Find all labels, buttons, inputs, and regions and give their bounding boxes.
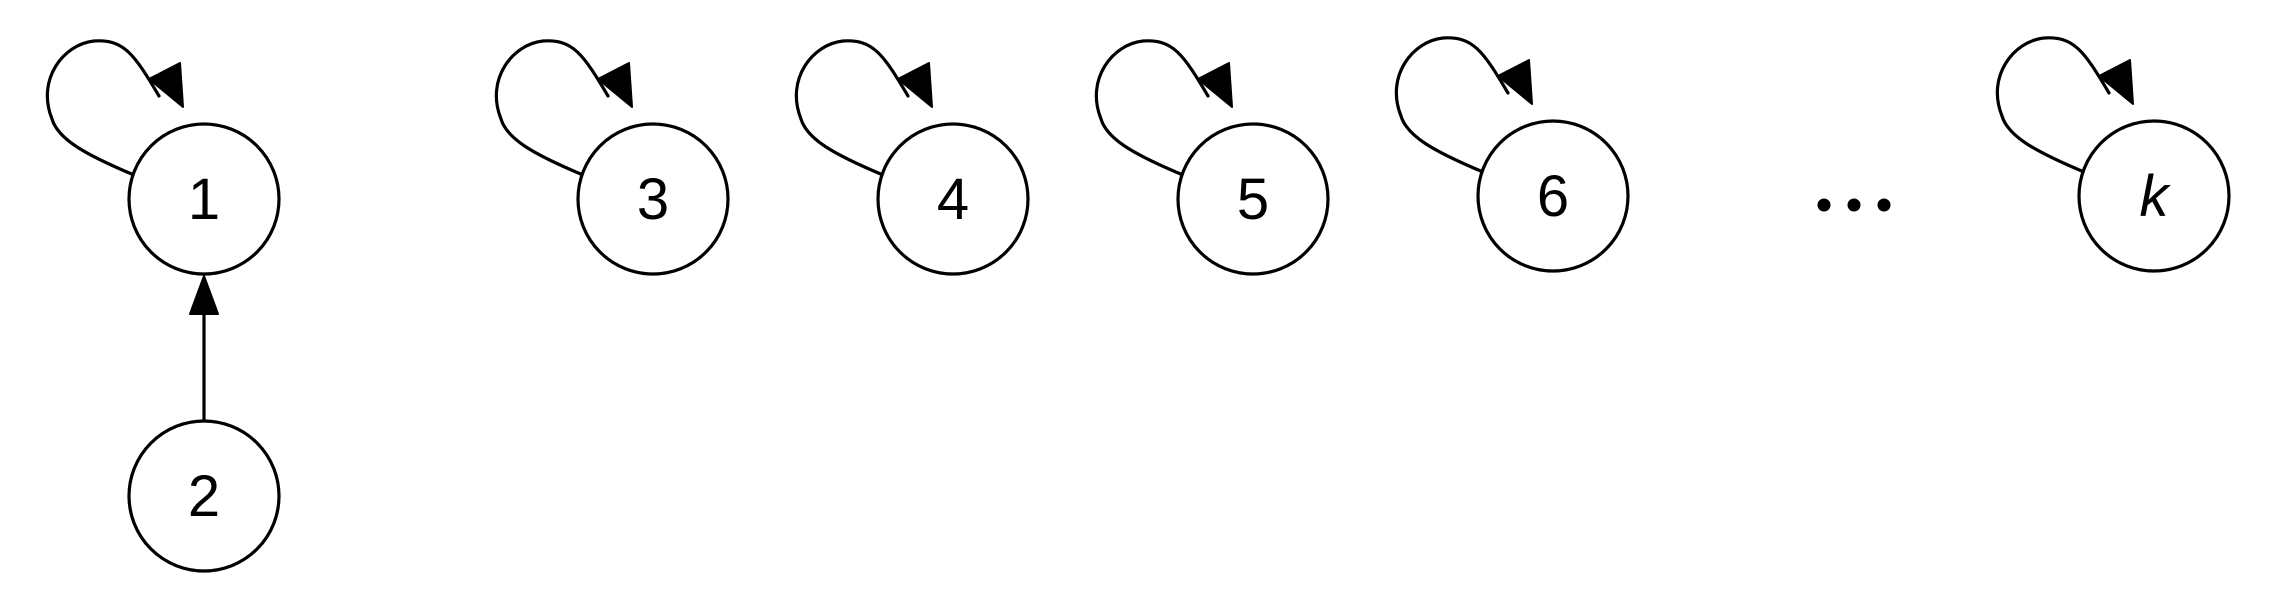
arrowhead <box>1197 62 1233 108</box>
arrowhead <box>2098 59 2134 105</box>
node-1: 1 <box>127 122 281 276</box>
node-6: 6 <box>1476 119 1630 273</box>
self-loop-path <box>1394 36 1510 174</box>
self-loop-edge-3 <box>494 39 633 177</box>
node-label: 2 <box>188 464 220 529</box>
arrowhead <box>189 275 219 315</box>
self-loop-edge-6 <box>1394 36 1533 174</box>
node-label: 1 <box>188 167 220 232</box>
nodes-layer: 1 2 3 4 5 6 k <box>127 119 2231 573</box>
arrowhead <box>597 62 633 108</box>
node-5: 5 <box>1176 122 1330 276</box>
node-circle <box>127 122 281 276</box>
edge-2-to-1 <box>189 275 219 423</box>
self-loop-path <box>494 39 610 177</box>
node-4: 4 <box>876 122 1030 276</box>
node-label: k <box>2140 164 2172 229</box>
node-label: 4 <box>937 167 969 232</box>
node-circle <box>876 122 1030 276</box>
ellipsis-dot <box>1877 198 1891 212</box>
node-circle <box>2077 119 2231 273</box>
self-loop-path <box>45 39 161 177</box>
ellipsis-dot <box>1847 198 1861 212</box>
node-k: k <box>2077 119 2231 273</box>
node-label: 6 <box>1537 164 1569 229</box>
self-loop-path <box>794 39 910 177</box>
node-circle <box>576 122 730 276</box>
node-label: 3 <box>637 167 669 232</box>
self-loop-edge-k <box>1995 36 2134 174</box>
self-loop-edge-5 <box>1094 39 1233 177</box>
arrowhead <box>148 62 184 108</box>
node-circle <box>1176 122 1330 276</box>
arrowhead <box>1497 59 1533 105</box>
node-circle <box>127 419 281 573</box>
self-loop-edge-1 <box>45 39 184 177</box>
ellipsis-dot <box>1817 198 1831 212</box>
self-loop-path <box>1995 36 2111 174</box>
node-label: 5 <box>1237 167 1269 232</box>
self-loop-edge-4 <box>794 39 933 177</box>
node-2: 2 <box>127 419 281 573</box>
node-circle <box>1476 119 1630 273</box>
self-loop-path <box>1094 39 1210 177</box>
ellipsis <box>1817 198 1891 212</box>
arrowhead <box>897 62 933 108</box>
edges-layer <box>45 36 2134 423</box>
node-3: 3 <box>576 122 730 276</box>
